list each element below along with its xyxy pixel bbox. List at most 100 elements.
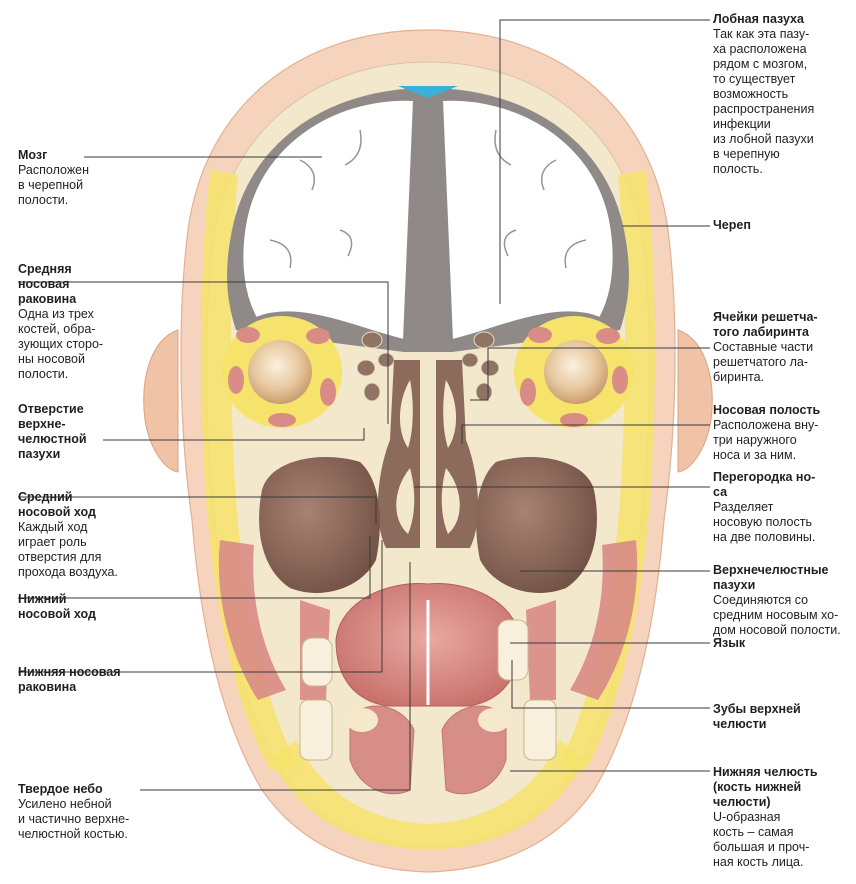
label-upper-teeth: Зубы верхней челюсти bbox=[713, 702, 801, 732]
label-skull: Череп bbox=[713, 218, 751, 233]
label-inferior-meatus: Нижний носовой ход bbox=[18, 592, 96, 622]
label-maxillary-opening: Отверстие верхне- челюстной пазухи bbox=[18, 402, 87, 462]
label-ethmoid-cells: Ячейки решетча- того лабиринта Составные… bbox=[713, 310, 818, 385]
right-eyeball bbox=[544, 340, 608, 404]
left-middle-concha bbox=[399, 380, 413, 448]
label-middle-meatus: Средний носовой ход Каждый ход играет ро… bbox=[18, 490, 118, 580]
label-nasal-septum: Перегородка но- са Разделяет носовую пол… bbox=[713, 470, 815, 545]
label-inferior-concha: Нижняя носовая раковина bbox=[18, 665, 121, 695]
left-eyeball bbox=[248, 340, 312, 404]
label-line: челюстной bbox=[18, 432, 87, 446]
fat-bottom bbox=[270, 740, 586, 850]
label-line: челюстной костью. bbox=[18, 827, 128, 841]
label-line: Каждый ход bbox=[18, 520, 88, 534]
label-line: Верхнечелюстные bbox=[713, 563, 829, 577]
label-line: того лабиринта bbox=[713, 325, 809, 339]
label-line: Язык bbox=[713, 636, 746, 650]
label-line: в черепную bbox=[713, 147, 780, 161]
right-inferior-concha bbox=[441, 468, 460, 534]
nasal-septum bbox=[424, 352, 432, 548]
left-upper-tooth bbox=[301, 637, 333, 687]
label-line: Соединяются со bbox=[713, 593, 809, 607]
label-line: распространения bbox=[713, 102, 815, 116]
label-line: Нижняя носовая bbox=[18, 665, 121, 679]
label-line: биринта. bbox=[713, 370, 764, 384]
label-hard-palate: Твердое небо Усилено небной и частично в… bbox=[18, 782, 129, 842]
label-line: прохода воздуха. bbox=[18, 565, 118, 579]
label-line: Лобная пазуха bbox=[713, 12, 804, 26]
left-ear bbox=[143, 329, 179, 473]
brain-left-hemisphere bbox=[241, 98, 416, 342]
label-line: Нижняя челюсть bbox=[713, 765, 818, 779]
label-brain: Мозг Расположен в черепной полости. bbox=[18, 148, 89, 208]
label-line: Зубы верхней bbox=[713, 702, 801, 716]
label-line: зующих сторо- bbox=[18, 337, 104, 351]
label-line: Так как эта пазу- bbox=[713, 27, 810, 41]
label-line: полости. bbox=[18, 367, 69, 381]
label-line: Средняя bbox=[18, 262, 72, 276]
label-line: играет роль bbox=[18, 535, 87, 549]
label-line: решетчатого ла- bbox=[713, 355, 809, 369]
brain-right-hemisphere bbox=[440, 98, 615, 342]
left-maxillary-sinus bbox=[259, 457, 380, 593]
label-line: пазухи bbox=[713, 578, 756, 592]
label-line: и частично верхне- bbox=[18, 812, 130, 826]
label-line: на две половины. bbox=[713, 530, 816, 544]
frontal-sinus-shape bbox=[398, 86, 458, 98]
label-mandible: Нижняя челюсть (кость нижней челюсти) U-… bbox=[713, 765, 818, 870]
label-line: Череп bbox=[713, 218, 751, 232]
label-line: ха расположена bbox=[713, 42, 807, 56]
label-line: носовой ход bbox=[18, 607, 96, 621]
right-ear bbox=[677, 329, 713, 473]
label-line: верхне- bbox=[18, 417, 66, 431]
label-line: Перегородка но- bbox=[713, 470, 816, 484]
label-middle-concha: Средняя носовая раковина Одна из трех ко… bbox=[18, 262, 103, 382]
label-line: ная кость лица. bbox=[713, 855, 804, 869]
label-line: Мозг bbox=[18, 148, 48, 162]
label-line: Составные части bbox=[713, 340, 814, 354]
label-line: Расположен bbox=[18, 163, 90, 177]
label-line: то существует bbox=[713, 72, 796, 86]
label-line: носовую полость bbox=[713, 515, 812, 529]
label-line: са bbox=[713, 485, 728, 499]
label-line: Средний bbox=[18, 490, 73, 504]
right-maxillary-sinus bbox=[476, 457, 597, 593]
label-line: раковина bbox=[18, 292, 77, 306]
label-line: три наружного bbox=[713, 433, 797, 447]
label-line: U-образная bbox=[713, 810, 781, 824]
label-line: полость. bbox=[713, 162, 763, 176]
label-line: Носовая полость bbox=[713, 403, 821, 417]
label-line: Усилено небной bbox=[18, 797, 112, 811]
label-line: дом носовой полости. bbox=[713, 623, 841, 637]
label-line: носовая bbox=[18, 277, 70, 291]
label-tongue: Язык bbox=[713, 636, 745, 651]
label-frontal-sinus: Лобная пазуха Так как эта пазу- ха распо… bbox=[713, 12, 814, 177]
label-line: челюсти bbox=[713, 717, 767, 731]
label-line: инфекции bbox=[713, 117, 771, 131]
label-line: рядом с мозгом, bbox=[713, 57, 808, 71]
left-inferior-concha bbox=[396, 468, 415, 534]
label-maxillary-sinuses: Верхнечелюстные пазухи Соединяются со ср… bbox=[713, 563, 841, 638]
label-line: Отверстие bbox=[18, 402, 84, 416]
label-line: полости. bbox=[18, 193, 69, 207]
right-upper-tooth bbox=[497, 619, 529, 681]
label-line: Нижний bbox=[18, 592, 67, 606]
label-line: Расположена вну- bbox=[713, 418, 819, 432]
label-nasal-cavity: Носовая полость Расположена вну- три нар… bbox=[713, 403, 820, 463]
right-middle-concha bbox=[443, 380, 457, 448]
label-line: носа и за ним. bbox=[713, 448, 797, 462]
label-line: челюсти) bbox=[713, 795, 771, 809]
label-line: средним носовым хо- bbox=[713, 608, 839, 622]
label-line: ны носовой bbox=[18, 352, 85, 366]
label-line: Разделяет bbox=[713, 500, 774, 514]
label-line: Одна из трех bbox=[18, 307, 94, 321]
label-line: (кость нижней bbox=[713, 780, 802, 794]
label-line: пазухи bbox=[18, 447, 61, 461]
label-line: раковина bbox=[18, 680, 77, 694]
label-line: костей, обра- bbox=[18, 322, 96, 336]
label-line: носовой ход bbox=[18, 505, 96, 519]
label-line: Ячейки решетча- bbox=[713, 310, 818, 324]
label-line: Твердое небо bbox=[18, 782, 103, 796]
label-line: кость – самая bbox=[713, 825, 794, 839]
